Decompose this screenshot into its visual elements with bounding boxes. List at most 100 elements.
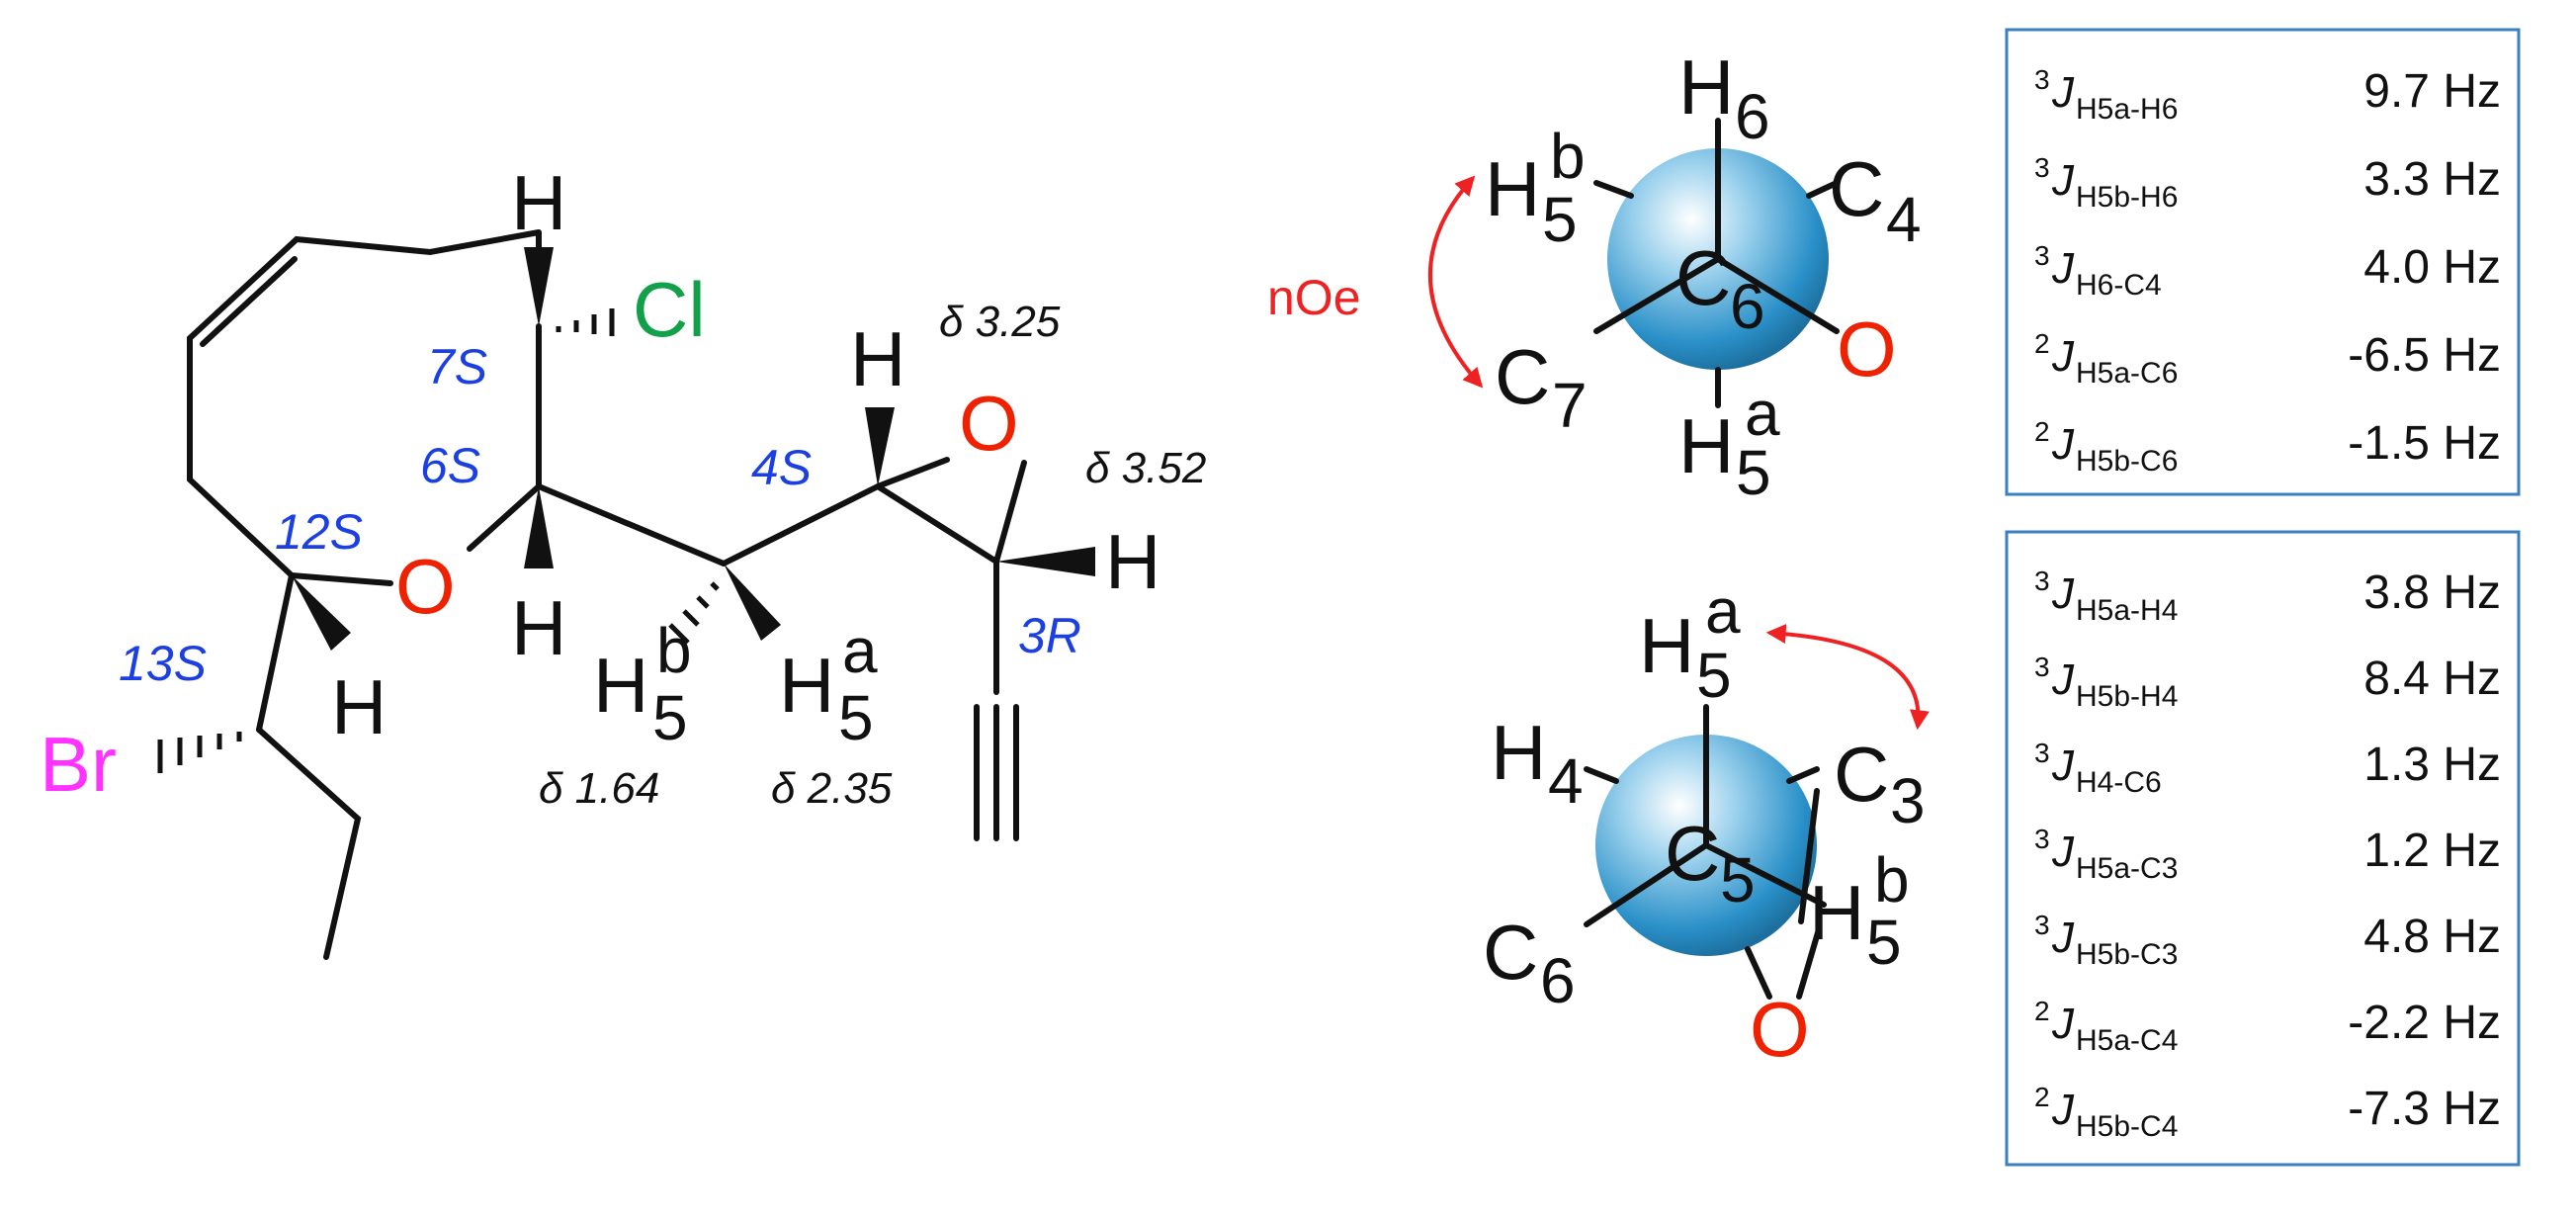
coupling-order: 3 [2034,824,2050,854]
newman-bottom-h5b-symbol: H [1809,869,1864,956]
coupling-value: 4.8 Hz [2363,911,2501,963]
hash-c5-h5b [668,581,720,645]
coupling-pair: H5a-C6 [2076,357,2178,390]
coupling-order: 3 [2034,738,2050,768]
coupling-pair: H5a-H6 [2076,93,2178,126]
coupling-pair: H5a-H4 [2076,594,2178,627]
wedge-c6-h [524,486,554,568]
stereo-label-c4: 4S [751,440,812,495]
coupling-order: 2 [2034,416,2050,447]
newman-bottom-h4-sub: 4 [1548,745,1584,817]
coupling-pair: H5b-H4 [2076,680,2178,713]
atom-h-c4: H [850,315,905,402]
coupling-value: 4.0 Hz [2363,241,2501,294]
coupling-order: 2 [2034,328,2050,359]
coupling-order: 3 [2034,240,2050,271]
coupling-value: 3.3 Hz [2363,153,2501,206]
newman-top-rear-bonds [1593,180,1840,408]
newman-bottom-oxygen: O [1750,986,1810,1073]
coupling-value: 1.3 Hz [2363,739,2501,791]
coupling-pair: H5a-C4 [2076,1024,2178,1057]
newman-projection-bottom: H 5 a H 4 C 3 C 5 H 5 b C 6 O [1483,575,1930,1073]
coupling-symbol: J [2051,68,2075,117]
newman-bottom-c3: C 3 [1834,731,1926,836]
coupling-symbol: J [2051,914,2075,962]
newman-bottom-h5b: H 5 b [1809,844,1910,978]
coupling-value: -7.3 Hz [2348,1083,2501,1135]
hash-c7-cl [556,308,615,336]
coupling-symbol: J [2051,1000,2075,1048]
coupling-pair: H5a-C3 [2076,852,2178,885]
newman-bottom-center-c5: C 5 [1665,810,1756,916]
shift-h5b: δ 1.64 [539,764,659,813]
newman-top-center-sub: 6 [1730,271,1765,342]
atom-h-c12: H [331,663,386,750]
newman-top-c4-sub: 4 [1886,184,1922,255]
wedge-c3-h [996,547,1095,576]
newman-top-oxygen: O [1837,305,1897,392]
atom-h5a: H 5 a [779,615,878,753]
newman-bottom-h5b-sup: b [1874,844,1910,916]
coupling-order: 2 [2034,996,2050,1026]
newman-bottom-h4-symbol: H [1491,709,1546,796]
shift-c4: δ 3.25 [939,298,1061,346]
coupling-pair: H5b-C6 [2076,445,2178,478]
ring-bonds [187,229,542,578]
bond-c6-c5 [536,483,727,567]
newman-top-h5a-sub: 5 [1736,437,1771,508]
stereo-label-c6: 6S [420,438,480,493]
wedge-c12-h [292,575,351,651]
newman-top-noe-arrow [1427,175,1484,389]
coupling-symbol: J [2051,156,2075,205]
atom-h5a-superscript: a [842,615,878,686]
hash-c13-br [157,732,242,773]
newman-top-c7: C 7 [1495,333,1588,441]
newman-bottom-h5b-sub: 5 [1866,907,1902,978]
newman-top-h5b: H 5 b [1485,121,1586,255]
newman-top-c4-symbol: C [1829,145,1884,232]
newman-top-h5b-sub: 5 [1542,184,1578,255]
coupling-value: -2.2 Hz [2348,997,2501,1049]
coupling-pair: H5b-C3 [2076,938,2178,971]
wedge-c4-h [865,407,895,486]
atom-h5a-subscript: 5 [838,682,874,753]
atom-h5b-symbol: H [593,642,648,729]
coupling-value: 1.2 Hz [2363,825,2501,877]
wedge-c5-h5a [724,564,781,641]
stereo-label-c13: 13S [119,636,207,691]
coupling-order: 3 [2034,566,2050,596]
newman-bottom-c3-symbol: C [1834,731,1889,818]
coupling-symbol: J [2051,569,2075,618]
coupling-order: 3 [2034,910,2050,940]
newman-bottom-noe-arrow [1765,624,1930,731]
bond-c12-c13 [256,572,295,733]
atom-h5a-symbol: H [779,642,834,729]
atom-h5b-subscript: 5 [652,682,688,753]
coupling-value: 3.8 Hz [2363,567,2501,619]
newman-top-noe-label: nOe [1267,270,1361,325]
atom-cl: Cl [633,266,706,353]
newman-bottom-h5a-symbol: H [1639,602,1694,689]
newman-top-h5a-sup: a [1745,378,1780,449]
newman-top-h6-symbol: H [1678,44,1734,131]
newman-bottom-h5a: H 5 a [1639,575,1741,711]
coupling-value: 9.7 Hz [2363,65,2501,118]
coupling-symbol: J [2051,828,2075,876]
coupling-pair: H6-C4 [2076,269,2162,302]
atom-h-c6: H [511,584,566,671]
coupling-order: 3 [2034,64,2050,95]
atom-h-c7: H [511,159,566,246]
atom-o-ring: O [395,543,456,630]
newman-bottom-rear-bonds [1584,766,1822,1000]
newman-bottom-c3-sub: 3 [1890,765,1926,836]
atom-h5b: H 5 b [593,615,692,753]
